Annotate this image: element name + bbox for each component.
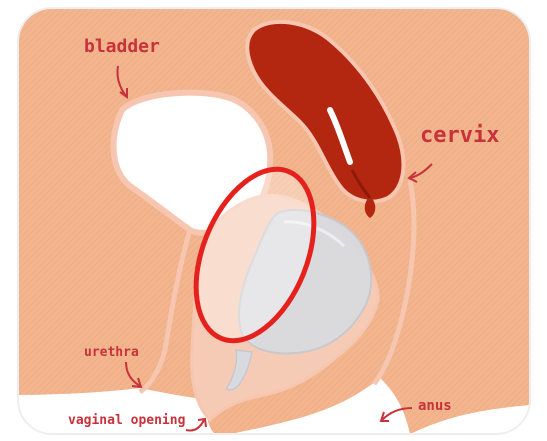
cervix-label: cervix [420, 123, 499, 148]
urethra-label: urethra [84, 345, 139, 360]
vaginal-opening-label: vaginal opening [68, 413, 185, 428]
bladder-label: bladder [84, 36, 160, 57]
anus-label: anus [418, 398, 452, 414]
